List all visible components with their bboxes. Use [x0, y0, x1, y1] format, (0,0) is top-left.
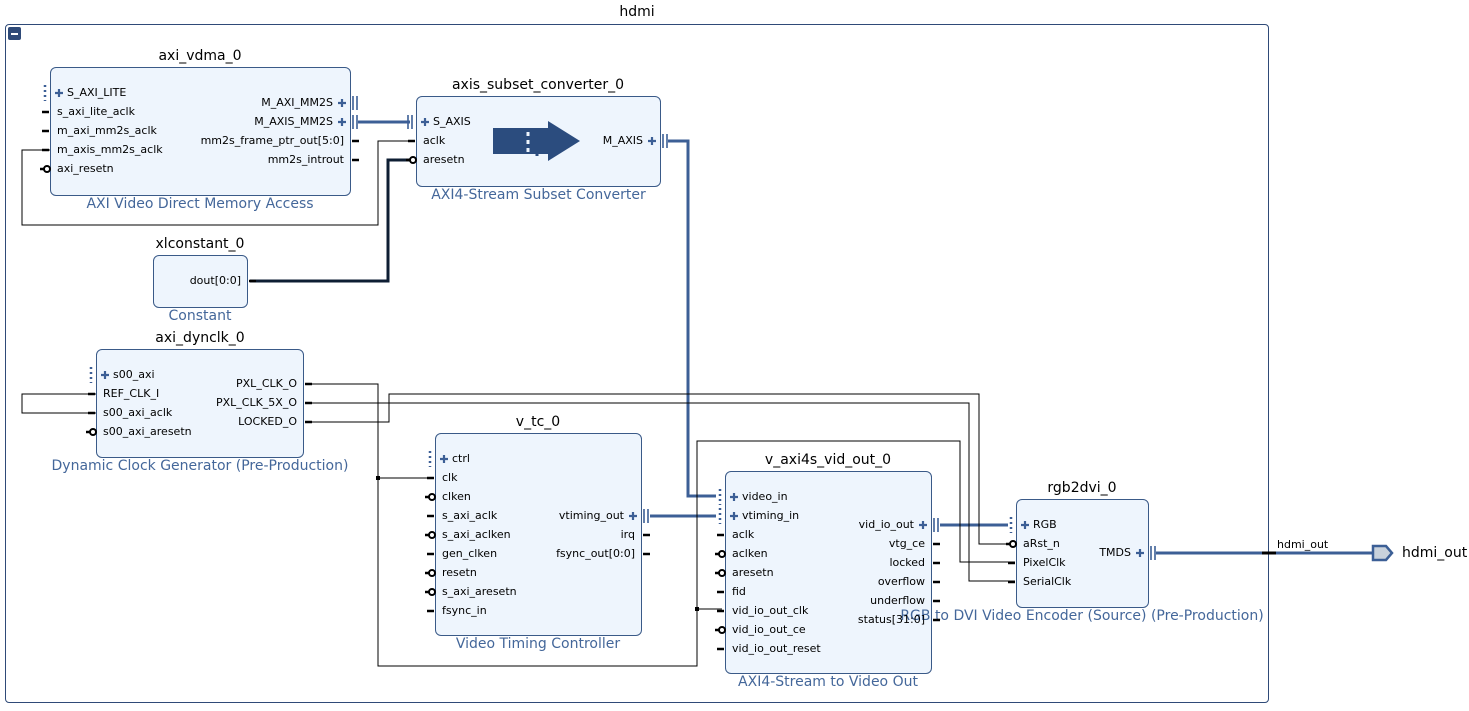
collapse-button[interactable] — [8, 27, 21, 40]
dynclk-pin-s00-axi-label: s00_axi — [113, 368, 155, 381]
vidout-pin-fid-label: fid — [732, 585, 746, 598]
rgb2dvi-instance-name: rgb2dvi_0 — [1047, 480, 1117, 496]
vidout-pin-aresetn-label: aresetn — [732, 566, 774, 579]
hierarchy-frame — [5, 24, 1269, 703]
vtc-pin-s-axi-aclk-label: s_axi_aclk — [442, 509, 498, 522]
xlconst-description: Constant — [168, 308, 232, 324]
bus-subset-to-vidout — [668, 139, 716, 498]
subset-pin-s-axis-label: S_AXIS — [433, 115, 471, 128]
subset-pin-aresetn-label: aresetn — [423, 153, 465, 166]
vtc-pin-resetn-label: resetn — [442, 566, 477, 579]
vidout-description: AXI4-Stream to Video Out — [738, 674, 918, 690]
dynclk-block[interactable] — [96, 349, 304, 458]
dynclk-instance-name: axi_dynclk_0 — [155, 330, 245, 346]
vdma-instance-name: axi_vdma_0 — [158, 48, 242, 64]
vidout-pin-locked-label: locked — [889, 556, 925, 569]
vidout-pin-vtiming-in-label: vtiming_in — [742, 509, 800, 522]
subset-description: AXI4-Stream Subset Converter — [431, 187, 646, 203]
external-port-hdmi-out[interactable]: hdmi_out — [1402, 545, 1468, 561]
hierarchy-title: hdmi — [619, 4, 655, 20]
vidout-pin-underflow-label: underflow — [870, 594, 925, 607]
vdma-pin-m-axi-mm2s-label: M_AXI_MM2S — [261, 96, 333, 109]
vidout-block[interactable] — [725, 471, 932, 674]
subset-instance-name: axis_subset_converter_0 — [451, 77, 625, 93]
junction-dot — [695, 607, 699, 611]
vtc-pin-irq-label: irq — [620, 528, 635, 541]
vdma-pin-mm2s-frame-ptr-out-5-0--label: mm2s_frame_ptr_out[5:0] — [200, 134, 344, 147]
vtc-description: Video Timing Controller — [455, 636, 621, 652]
vidout-pin-vtg-ce-label: vtg_ce — [888, 537, 925, 550]
vidout-pin-vid-io-out-reset-label: vid_io_out_reset — [732, 642, 821, 655]
output-port-arrow — [1371, 544, 1394, 562]
vidout-pin-vid-io-out-clk-label: vid_io_out_clk — [732, 604, 809, 617]
net-label-hdmi-out: hdmi_out — [1277, 538, 1329, 551]
junction-dot — [376, 476, 380, 480]
vtc-pin-gen-clken-label: gen_clken — [442, 547, 498, 560]
vidout-pin-vid-io-out-label: vid_io_out — [858, 518, 914, 531]
vdma-pin-m-axi-mm2s-aclk-label: m_axi_mm2s_aclk — [57, 124, 157, 137]
vidout-pin-status-31-0--label: status[31:0] — [857, 613, 925, 626]
vidout-pin-aclk-label: aclk — [732, 528, 755, 541]
dynclk-pin-pxl-clk-5x-o-label: PXL_CLK_5X_O — [215, 396, 297, 409]
vdma-pin-mm2s-introut-label: mm2s_introut — [267, 153, 344, 166]
vtc-pin-s-axi-aresetn-label: s_axi_aresetn — [442, 585, 517, 598]
vtc-pin-fsync-in-label: fsync_in — [442, 604, 487, 617]
vidout-instance-name: v_axi4s_vid_out_0 — [764, 452, 892, 468]
vdma-pin-m-axis-mm2s-label: M_AXIS_MM2S — [254, 115, 333, 128]
rgb2dvi-pin-pixelclk-label: PixelClk — [1023, 556, 1066, 569]
vtc-block[interactable] — [435, 433, 642, 636]
vidout-pin-overflow-label: overflow — [877, 575, 925, 588]
vdma-pin-s-axi-lite-label: S_AXI_LITE — [67, 86, 127, 99]
vdma-description: AXI Video Direct Memory Access — [86, 196, 314, 212]
wire-locked — [311, 393, 1012, 545]
vidout-pin-vid-io-out-ce-label: vid_io_out_ce — [732, 623, 806, 636]
wire-dynclk-ref-loop — [21, 393, 96, 414]
rgb2dvi-pin-arst-n-label: aRst_n — [1023, 537, 1060, 550]
vdma-pin-s-axi-lite-aclk-label: s_axi_lite_aclk — [57, 105, 135, 118]
vdma-pin-axi-resetn-label: axi_resetn — [57, 162, 114, 175]
vdma-block[interactable] — [50, 67, 351, 196]
vdma-pin-m-axis-mm2s-aclk-label: m_axis_mm2s_aclk — [57, 143, 163, 156]
rgb2dvi-pin-serialclk-label: SerialClk — [1023, 575, 1072, 588]
wire-pxlclk5x — [311, 402, 1015, 582]
vtc-pin-vtiming-out-label: vtiming_out — [558, 509, 624, 522]
subset-pin-aclk-label: aclk — [423, 134, 446, 147]
rgb2dvi-pin-tmds-label: TMDS — [1099, 546, 1131, 559]
vidout-pin-aclken-label: aclken — [732, 547, 768, 560]
vtc-instance-name: v_tc_0 — [515, 414, 561, 430]
vidout-pin-video-in-label: video_in — [742, 490, 788, 503]
subset-pin-m-axis-label: M_AXIS — [602, 134, 643, 147]
rgb2dvi-block[interactable] — [1016, 499, 1149, 608]
xlconst-pin-dout-0-0--label: dout[0:0] — [189, 274, 241, 287]
vtc-pin-clk-label: clk — [442, 471, 458, 484]
rgb2dvi-pin-rgb-label: RGB — [1033, 518, 1057, 531]
dynclk-description: Dynamic Clock Generator (Pre-Production) — [51, 458, 349, 474]
vtc-pin-fsync-out-0-0--label: fsync_out[0:0] — [556, 547, 635, 560]
dynclk-pin-s00-axi-aresetn-label: s00_axi_aresetn — [103, 425, 192, 438]
xlconst-block[interactable] — [153, 255, 248, 308]
vtc-pin-clken-label: clken — [442, 490, 471, 503]
vtc-pin-ctrl-label: ctrl — [452, 452, 470, 465]
rgb2dvi-description: RGB to DVI Video Encoder (Source) (Pre-P… — [900, 608, 1264, 624]
wire-pxlclk — [311, 383, 1015, 667]
vtc-pin-s-axi-aclken-label: s_axi_aclken — [442, 528, 511, 541]
wire-const-to-aresetn — [250, 158, 412, 283]
dynclk-pin-locked-o-label: LOCKED_O — [238, 415, 297, 428]
dynclk-pin-pxl-clk-o-label: PXL_CLK_O — [236, 377, 297, 390]
wire-vdma-clk-loop — [21, 140, 412, 226]
dynclk-pin-s00-axi-aclk-label: s00_axi_aclk — [103, 406, 173, 419]
dynclk-pin-ref-clk-i-label: REF_CLK_I — [103, 387, 160, 400]
xlconst-instance-name: xlconstant_0 — [155, 236, 245, 252]
